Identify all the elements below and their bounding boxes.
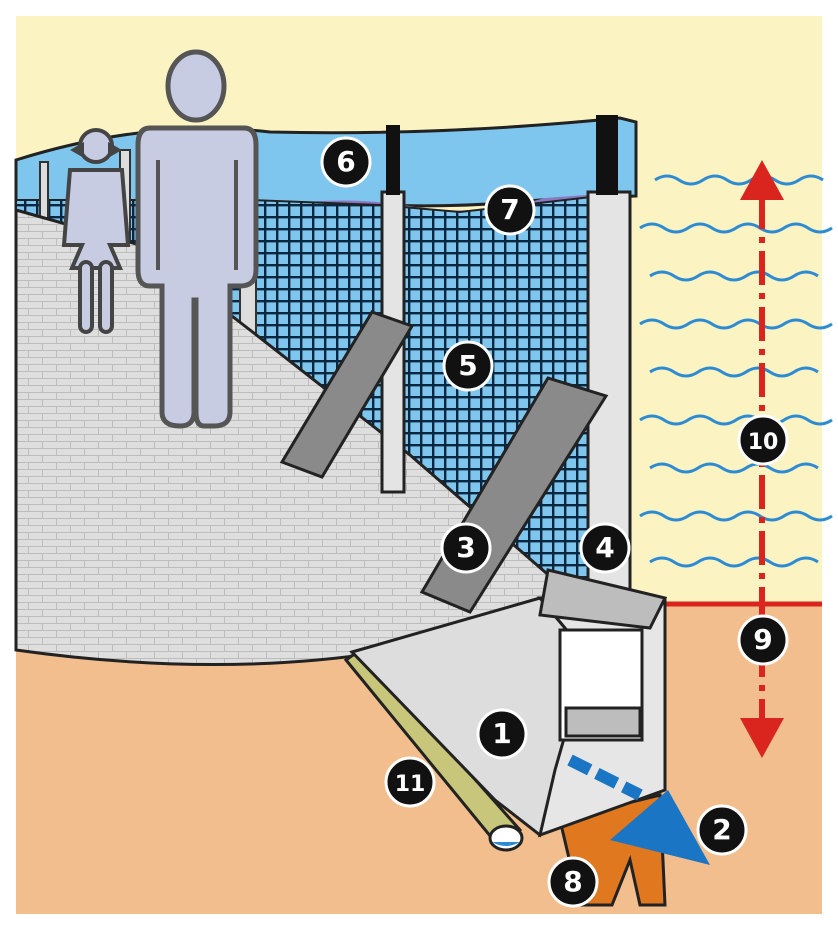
callout-2: 2 (696, 804, 748, 856)
callout-10: 10 (737, 414, 789, 466)
callout-4: 4 (579, 522, 631, 574)
callout-circle (696, 804, 748, 856)
callout-circle (484, 184, 536, 236)
drain-pipe-opening (488, 824, 524, 852)
callout-1: 1 (476, 708, 528, 760)
callout-circle (737, 614, 789, 666)
callout-3: 3 (440, 522, 492, 574)
callout-9: 9 (737, 614, 789, 666)
post-base-plate (564, 706, 642, 738)
callout-circle (579, 522, 631, 574)
callout-5: 5 (442, 340, 494, 392)
hair-bow (70, 142, 122, 158)
callout-label: 3 (456, 531, 475, 564)
callout-label: 10 (748, 430, 779, 455)
callout-11: 11 (384, 756, 436, 808)
water-level-arrow (740, 160, 784, 758)
callout-circle (384, 756, 436, 808)
diagonal-brace-back (279, 310, 415, 479)
callout-circle (320, 136, 372, 188)
man-figure (135, 49, 259, 429)
woman-figure (61, 128, 131, 334)
callout-label: 1 (492, 717, 511, 750)
callout-label: 11 (395, 772, 426, 797)
callout-circle (476, 708, 528, 760)
water-waves (639, 174, 833, 568)
callout-label: 4 (595, 531, 614, 564)
callout-circle (442, 340, 494, 392)
seepage-arrow (567, 754, 710, 865)
callout-label: 8 (563, 865, 582, 898)
callout-label: 6 (336, 145, 355, 178)
callout-label: 9 (753, 623, 772, 656)
callout-circle (737, 414, 789, 466)
callout-7: 7 (484, 184, 536, 236)
sealing-ledge (538, 568, 668, 630)
callout-8: 8 (547, 856, 599, 908)
callout-label: 5 (458, 349, 477, 382)
callout-label: 7 (500, 193, 519, 226)
callout-6: 6 (320, 136, 372, 188)
callout-label: 2 (712, 813, 731, 846)
callout-circle (440, 522, 492, 574)
callout-circle (547, 856, 599, 908)
